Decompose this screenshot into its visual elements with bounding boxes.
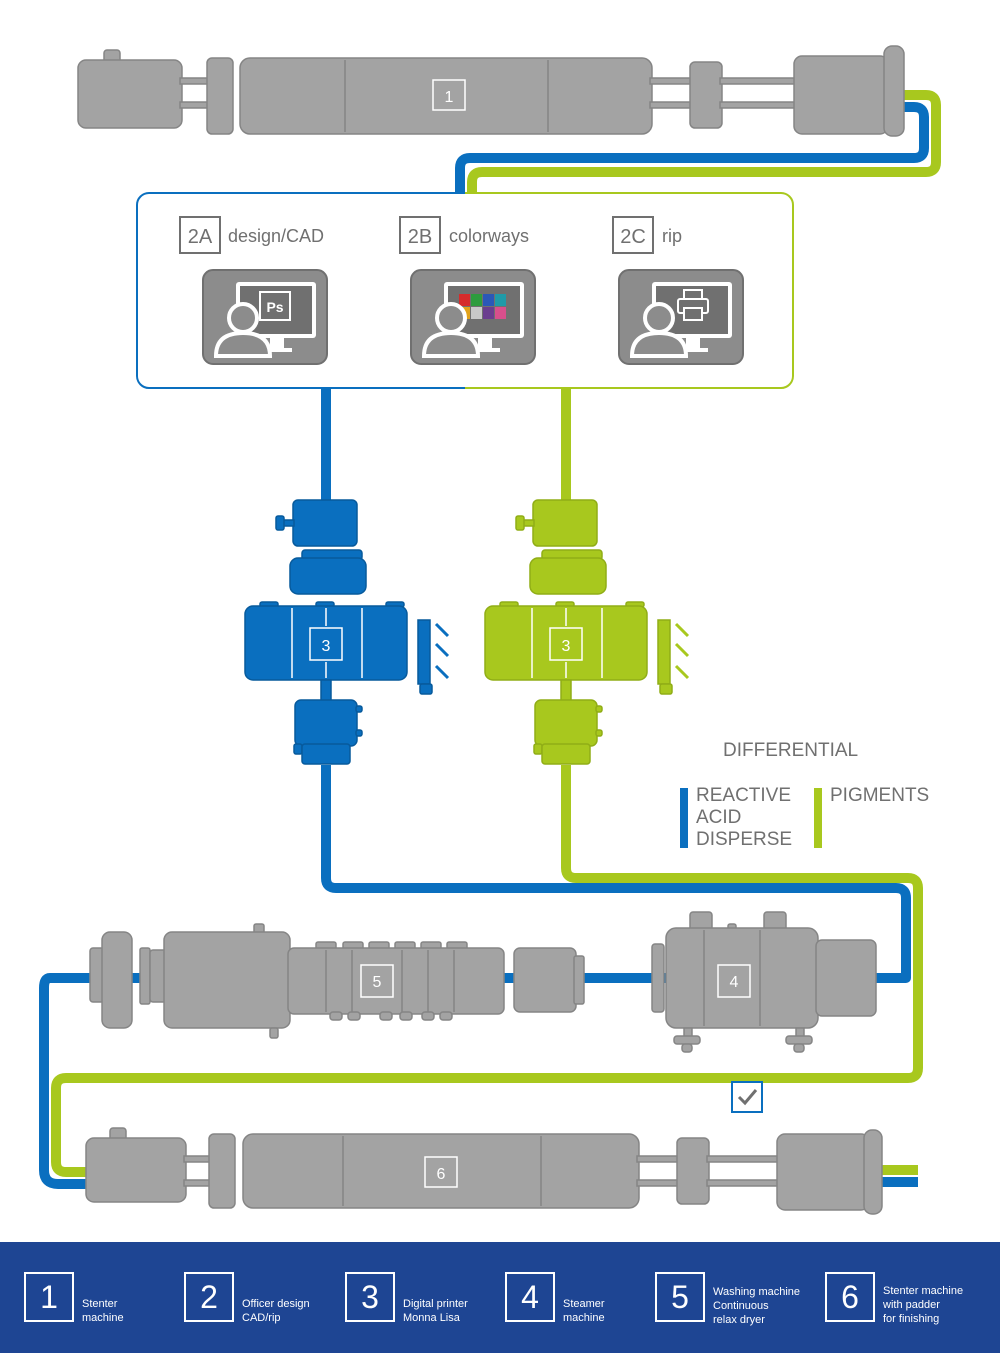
washing-machine bbox=[89, 923, 585, 1039]
station-name: rip bbox=[662, 226, 682, 246]
washer-number: 5 bbox=[373, 974, 382, 991]
checkmark-icon bbox=[731, 1081, 763, 1113]
legend-label: Washing machine Continuous relax dryer bbox=[713, 1286, 801, 1326]
color-swatch bbox=[483, 294, 494, 306]
color-swatch bbox=[471, 307, 482, 319]
printer-green-number: 3 bbox=[562, 638, 571, 655]
legend-number: 5 bbox=[655, 1272, 705, 1322]
printer-blue-number: 3 bbox=[322, 638, 331, 655]
user-computer-icon bbox=[618, 269, 744, 365]
stenter-bottom-number-box bbox=[424, 1156, 458, 1188]
svg-text:Ps: Ps bbox=[266, 299, 283, 315]
legend-label: Stenter machine bbox=[82, 1298, 124, 1324]
legend-number: 3 bbox=[345, 1272, 395, 1322]
ink-type-disperse: DISPERSE bbox=[696, 829, 793, 850]
legend-number: 4 bbox=[505, 1272, 555, 1322]
color-swatch bbox=[483, 307, 494, 319]
digital-printer-blue bbox=[244, 499, 433, 765]
station-code-box bbox=[179, 216, 221, 254]
station-name: design/CAD bbox=[228, 226, 324, 246]
legend-number: 6 bbox=[825, 1272, 875, 1322]
user-computer-icon bbox=[410, 269, 536, 365]
legend-label: Digital printer Monna Lisa bbox=[403, 1298, 468, 1324]
station-code: 2B bbox=[408, 226, 432, 248]
steamer-number-box bbox=[717, 964, 751, 998]
stenter-bottom-number: 6 bbox=[437, 1166, 446, 1183]
photoshop-screen-icon: Ps bbox=[259, 291, 291, 321]
color-swatch bbox=[471, 294, 482, 306]
printer-green-sensor-icon bbox=[674, 622, 690, 680]
stenter-machine-bottom bbox=[85, 1127, 883, 1215]
legend-label: Officer design CAD/rip bbox=[242, 1298, 310, 1324]
flow-lines bbox=[39, 90, 941, 1189]
ink-type-acid: ACID bbox=[696, 807, 742, 828]
station-name: colorways bbox=[449, 226, 529, 246]
station-code-box bbox=[399, 216, 441, 254]
stenter-top-number-box bbox=[432, 79, 466, 111]
printer-blue-sensor-icon bbox=[434, 622, 450, 680]
station-code: 2A bbox=[188, 226, 213, 248]
stenter-machine-top bbox=[77, 45, 905, 137]
textile-process-diagram: 1 2A design/CAD Ps 2B colorways bbox=[39, 45, 941, 1215]
color-swatch bbox=[495, 307, 506, 319]
green-flow-line-steamer bbox=[51, 765, 923, 1177]
ink-type-pigments: PIGMENTS bbox=[830, 785, 930, 806]
legend-number: 2 bbox=[184, 1272, 234, 1322]
printer-green-number-box bbox=[549, 627, 583, 661]
blue-inks-bar bbox=[680, 788, 688, 848]
station-2a: 2A design/CAD Ps bbox=[179, 216, 328, 365]
legend-label: Steamer machine bbox=[563, 1298, 605, 1324]
steamer-machine bbox=[651, 911, 877, 1053]
station-2c: 2C rip bbox=[612, 216, 744, 365]
color-swatch bbox=[459, 294, 470, 306]
blue-flow-line-top bbox=[455, 102, 929, 196]
user-computer-icon: Ps bbox=[202, 269, 328, 365]
ink-type-reactive: REACTIVE bbox=[696, 785, 792, 806]
legend-number: 1 bbox=[24, 1272, 74, 1322]
printer-blue-number-box bbox=[309, 627, 343, 661]
legend-label: Stenter machine with padder for finishin… bbox=[883, 1285, 964, 1325]
station-code-box bbox=[612, 216, 654, 254]
green-inks-bar bbox=[814, 788, 822, 848]
color-swatch bbox=[495, 294, 506, 306]
green-inks-list: PIGMENTS bbox=[830, 785, 929, 807]
blue-inks-list: REACTIVE ACID DISPERSE bbox=[696, 785, 792, 851]
green-flow-line-top bbox=[467, 90, 941, 196]
stenter-top-number: 1 bbox=[445, 89, 454, 106]
blue-flow-line-steamer bbox=[321, 765, 911, 983]
legend-footer: 1 Stenter machine 2 Officer design CAD/r… bbox=[0, 1242, 1000, 1353]
washer-number-box bbox=[360, 964, 394, 998]
digital-printer-green bbox=[484, 499, 673, 765]
printer-screen-icon bbox=[677, 289, 709, 321]
blue-flow-line-washer bbox=[39, 973, 670, 1189]
differential-title: DIFFERENTIAL bbox=[723, 740, 859, 761]
station-2b: 2B colorways bbox=[399, 216, 536, 365]
station-code: 2C bbox=[620, 226, 646, 248]
steamer-number: 4 bbox=[730, 974, 739, 991]
